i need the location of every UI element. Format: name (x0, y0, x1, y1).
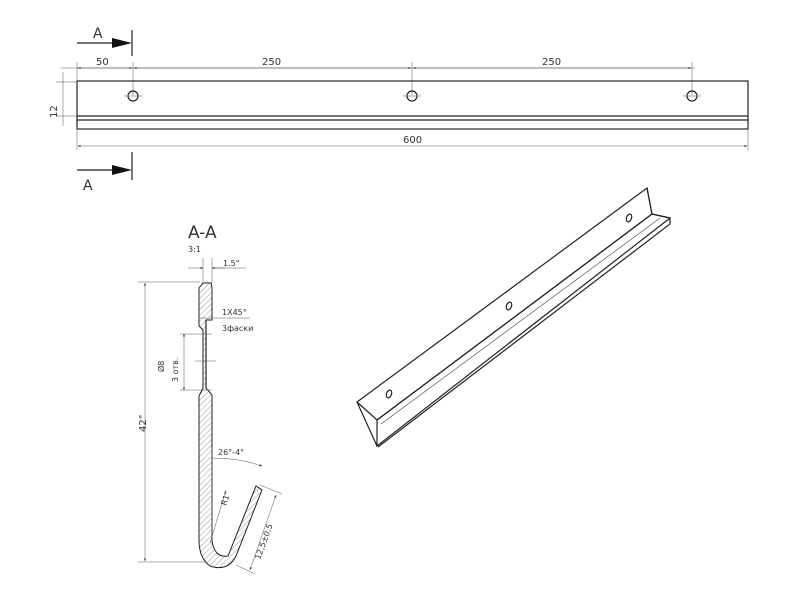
bar-outline (76, 80, 749, 130)
dim-spacing-2: 250 (542, 57, 561, 68)
hole (683, 90, 701, 102)
hole-dimension: Ø8 3 отв. (156, 333, 216, 391)
chamfer-callout: 1X45° 3фаски (200, 308, 253, 333)
holes (124, 90, 701, 102)
iso-hole (625, 213, 633, 223)
height-dimension: 12 (49, 72, 76, 126)
dim-height-42: 42" (138, 415, 149, 432)
section-view: A-A 3:1 1.5" 1X45° 3фаски (138, 223, 283, 575)
chamfer-note: 3фаски (222, 324, 253, 333)
iso-hole (505, 301, 513, 311)
dim-total-length: 600 (403, 135, 422, 146)
hole (124, 90, 142, 102)
bend-angle-dimension: 26°-4° (211, 448, 263, 545)
isometric-view (356, 186, 672, 448)
hole (403, 90, 421, 102)
section-mark-top: A (93, 26, 103, 42)
bend-radius-callout: R1" (209, 489, 232, 544)
iso-hole (385, 389, 393, 399)
section-scale: 3:1 (188, 245, 201, 254)
section-arrow-bottom: A (77, 152, 133, 194)
overall-height-dimension: 42" (138, 281, 205, 563)
dim-thickness: 1.5" (223, 259, 239, 268)
section-mark-bottom: A (83, 178, 93, 194)
hole-count: 3 отв. (171, 358, 180, 382)
dim-height: 12 (49, 105, 60, 118)
chamfer-label: 1X45° (222, 308, 247, 317)
hole-diameter: Ø8 (156, 361, 166, 372)
total-length-dimension: 600 (76, 130, 749, 150)
dim-first-hole: 50 (96, 57, 109, 68)
top-view: A 50 250 250 12 (49, 26, 749, 194)
section-title: A-A (188, 223, 217, 243)
hole-spacing-dimensions: 50 250 250 (61, 57, 695, 95)
lip-length: 12,5±0,5 (253, 523, 274, 561)
section-arrow-top: A (77, 26, 133, 56)
bend-angle: 26°-4° (218, 448, 244, 457)
bend-radius: R1" (219, 490, 232, 506)
thickness-dimension: 1.5" (188, 258, 246, 283)
dim-spacing-1: 250 (262, 57, 281, 68)
